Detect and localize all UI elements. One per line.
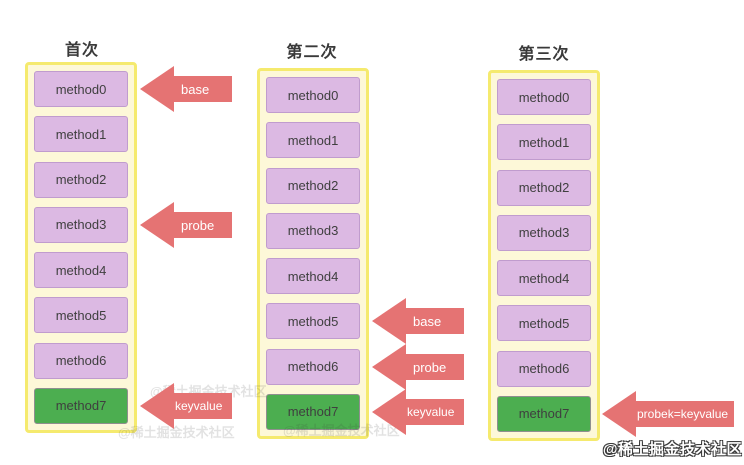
method-box: method4 [497,260,591,297]
column-3-title: 第三次 [518,46,570,63]
arrow-probe-column-1: probe [140,202,232,248]
arrow-base-column-1: base [140,66,232,112]
left-arrow-head-icon [372,298,406,344]
method-box: method4 [266,258,360,295]
arrow-shaft: probek=keyvalue [636,401,734,427]
arrow-label: keyvalue [175,399,223,413]
arrow-label: base [181,81,210,97]
arrow-shaft: keyvalue [406,399,464,425]
method-box: method1 [497,124,591,161]
column-1-title: 首次 [64,42,100,59]
method-list-column-3: method0 method1 method2 method3 method4 … [488,70,600,441]
method-box: method5 [497,305,591,342]
arrow-shaft: probe [406,354,464,380]
arrow-keyvalue-column-2: keyvalue [372,389,464,435]
column-2-title: 第二次 [286,44,338,61]
method-box: method6 [34,342,128,379]
left-arrow-head-icon [372,389,406,435]
method-box: method4 [34,252,128,289]
method-box: method0 [266,77,360,113]
method-list-column-2: method0 method1 method2 method3 method4 … [257,68,369,439]
left-arrow-head-icon [140,202,174,248]
arrow-shaft: base [406,308,464,334]
arrow-label: probek=keyvalue [637,407,729,421]
arrow-shaft: keyvalue [174,393,232,419]
method-box: method6 [266,348,360,385]
method-box: method2 [34,161,128,198]
left-arrow-head-icon [372,344,406,390]
arrow-label: base [413,313,442,329]
method-box-highlighted: method7 [34,387,128,424]
method-box: method2 [497,169,591,206]
method-box-highlighted: method7 [266,393,360,430]
arrow-probe-column-2: probe [372,344,464,390]
arrow-label: keyvalue [407,405,455,419]
method-box: method0 [497,79,591,115]
arrow-probek-keyvalue-column-3: probek=keyvalue [602,391,734,437]
arrow-label: probe [413,359,447,375]
method-box: method2 [266,167,360,204]
left-arrow-head-icon [602,391,636,437]
method-box: method3 [497,214,591,251]
method-box: method1 [34,116,128,153]
method-box: method3 [34,206,128,243]
left-arrow-head-icon [140,66,174,112]
method-box: method1 [266,122,360,159]
method-box: method0 [34,71,128,107]
left-arrow-head-icon [140,383,174,429]
method-box-highlighted: method7 [497,395,591,432]
faint-watermark: @稀土掘金技术社区 [283,423,400,438]
arrow-label: probe [181,217,215,233]
method-box: method6 [497,350,591,387]
method-list-column-1: method0 method1 method2 method3 method4 … [25,62,137,433]
arrow-shaft: base [174,76,232,102]
method-box: method5 [34,297,128,334]
arrow-keyvalue-column-1: keyvalue [140,383,232,429]
method-box: method5 [266,303,360,340]
juejin-watermark: @稀土掘金技术社区 [602,441,742,458]
arrow-base-column-2: base [372,298,464,344]
method-box: method3 [266,212,360,249]
arrow-shaft: probe [174,212,232,238]
